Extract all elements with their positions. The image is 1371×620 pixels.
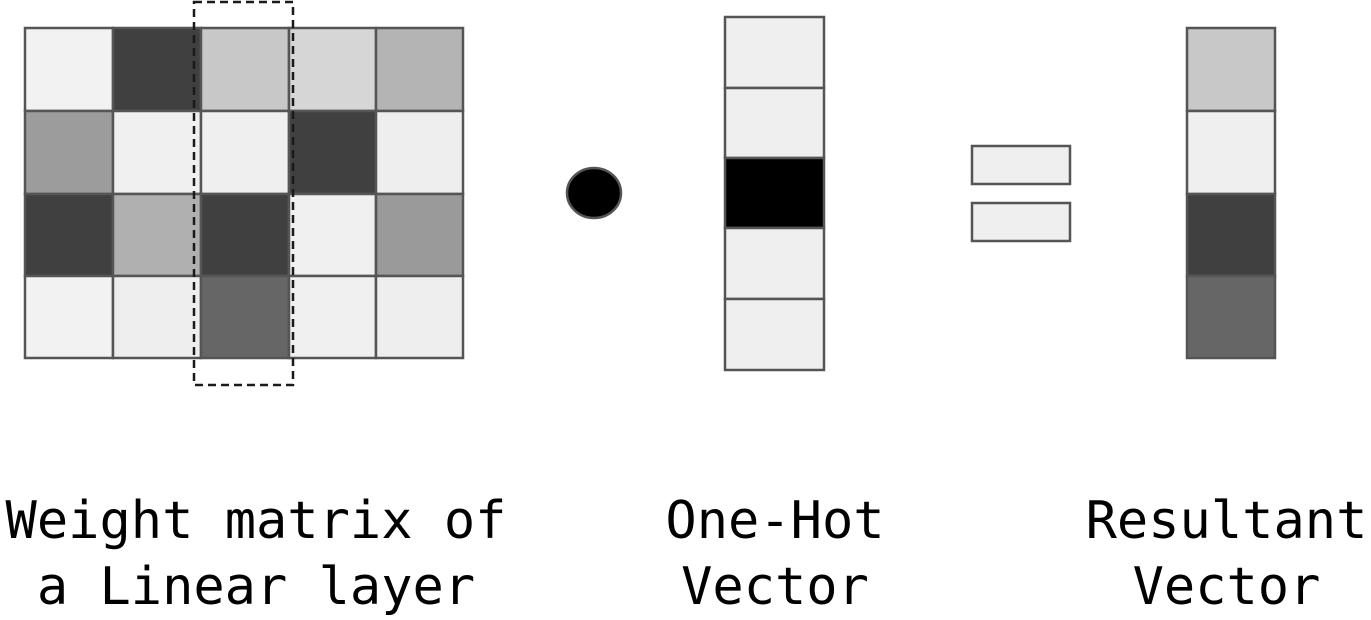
one-hot-vector: [723, 15, 826, 372]
resultant-caption-line2: Vector: [1132, 557, 1321, 617]
weight-cell-r0-c3: [287, 26, 378, 113]
weight-cell-r2-c3: [287, 192, 378, 278]
one-hot-cell-3: [723, 226, 826, 301]
weight-matrix: [23, 26, 465, 360]
resultant-vector: [1185, 26, 1277, 360]
weight-cell-r3-c4: [374, 274, 465, 360]
weight-cell-r3-c0: [23, 274, 115, 360]
equals-top-bar: [970, 144, 1072, 186]
weight-cell-r1-c1: [111, 109, 203, 196]
weight-cell-r1-c0: [23, 109, 115, 196]
weight-cell-r2-c2: [199, 192, 291, 278]
resultant-cell-1: [1185, 109, 1277, 196]
one-hot-cell-4: [723, 297, 826, 372]
equals-bottom-bar: [970, 201, 1072, 243]
weight-cell-r2-c4: [374, 192, 465, 278]
equals-sign-icon: [970, 144, 1072, 243]
weight-cell-r3-c1: [111, 274, 203, 360]
one-hot-caption-line2: Vector: [681, 557, 869, 617]
one-hot-cell-2: [723, 156, 826, 230]
weight-cell-r1-c3: [287, 109, 378, 196]
one-hot-caption-line1: One-Hot: [665, 491, 885, 551]
one-hot-vector-caption: One-Hot Vector: [644, 488, 906, 620]
one-hot-cell-0: [723, 15, 826, 90]
resultant-cell-3: [1185, 274, 1277, 360]
weight-cell-r2-c0: [23, 192, 115, 278]
resultant-caption-line1: Resultant: [1085, 491, 1368, 551]
weight-matrix-caption-line2: a Linear layer: [36, 557, 476, 617]
weight-matrix-caption-line1: Weight matrix of: [5, 491, 507, 551]
dot-operator-icon: [565, 166, 623, 220]
weight-cell-r3-c3: [287, 274, 378, 360]
resultant-vector-caption: Resultant Vector: [1082, 488, 1371, 620]
weight-matrix-caption: Weight matrix of a Linear layer: [0, 488, 512, 620]
weight-cell-r0-c4: [374, 26, 465, 113]
weight-cell-r2-c1: [111, 192, 203, 278]
one-hot-cell-1: [723, 86, 826, 160]
weight-cell-r0-c1: [111, 26, 203, 113]
weight-cell-r0-c0: [23, 26, 115, 113]
weight-cell-r1-c4: [374, 109, 465, 196]
highlighted-column-dashed-box: [192, 0, 295, 387]
weight-cell-r0-c2: [199, 26, 291, 113]
weight-cell-r3-c2: [199, 274, 291, 360]
weight-cell-r1-c2: [199, 109, 291, 196]
resultant-cell-0: [1185, 26, 1277, 113]
resultant-cell-2: [1185, 192, 1277, 278]
